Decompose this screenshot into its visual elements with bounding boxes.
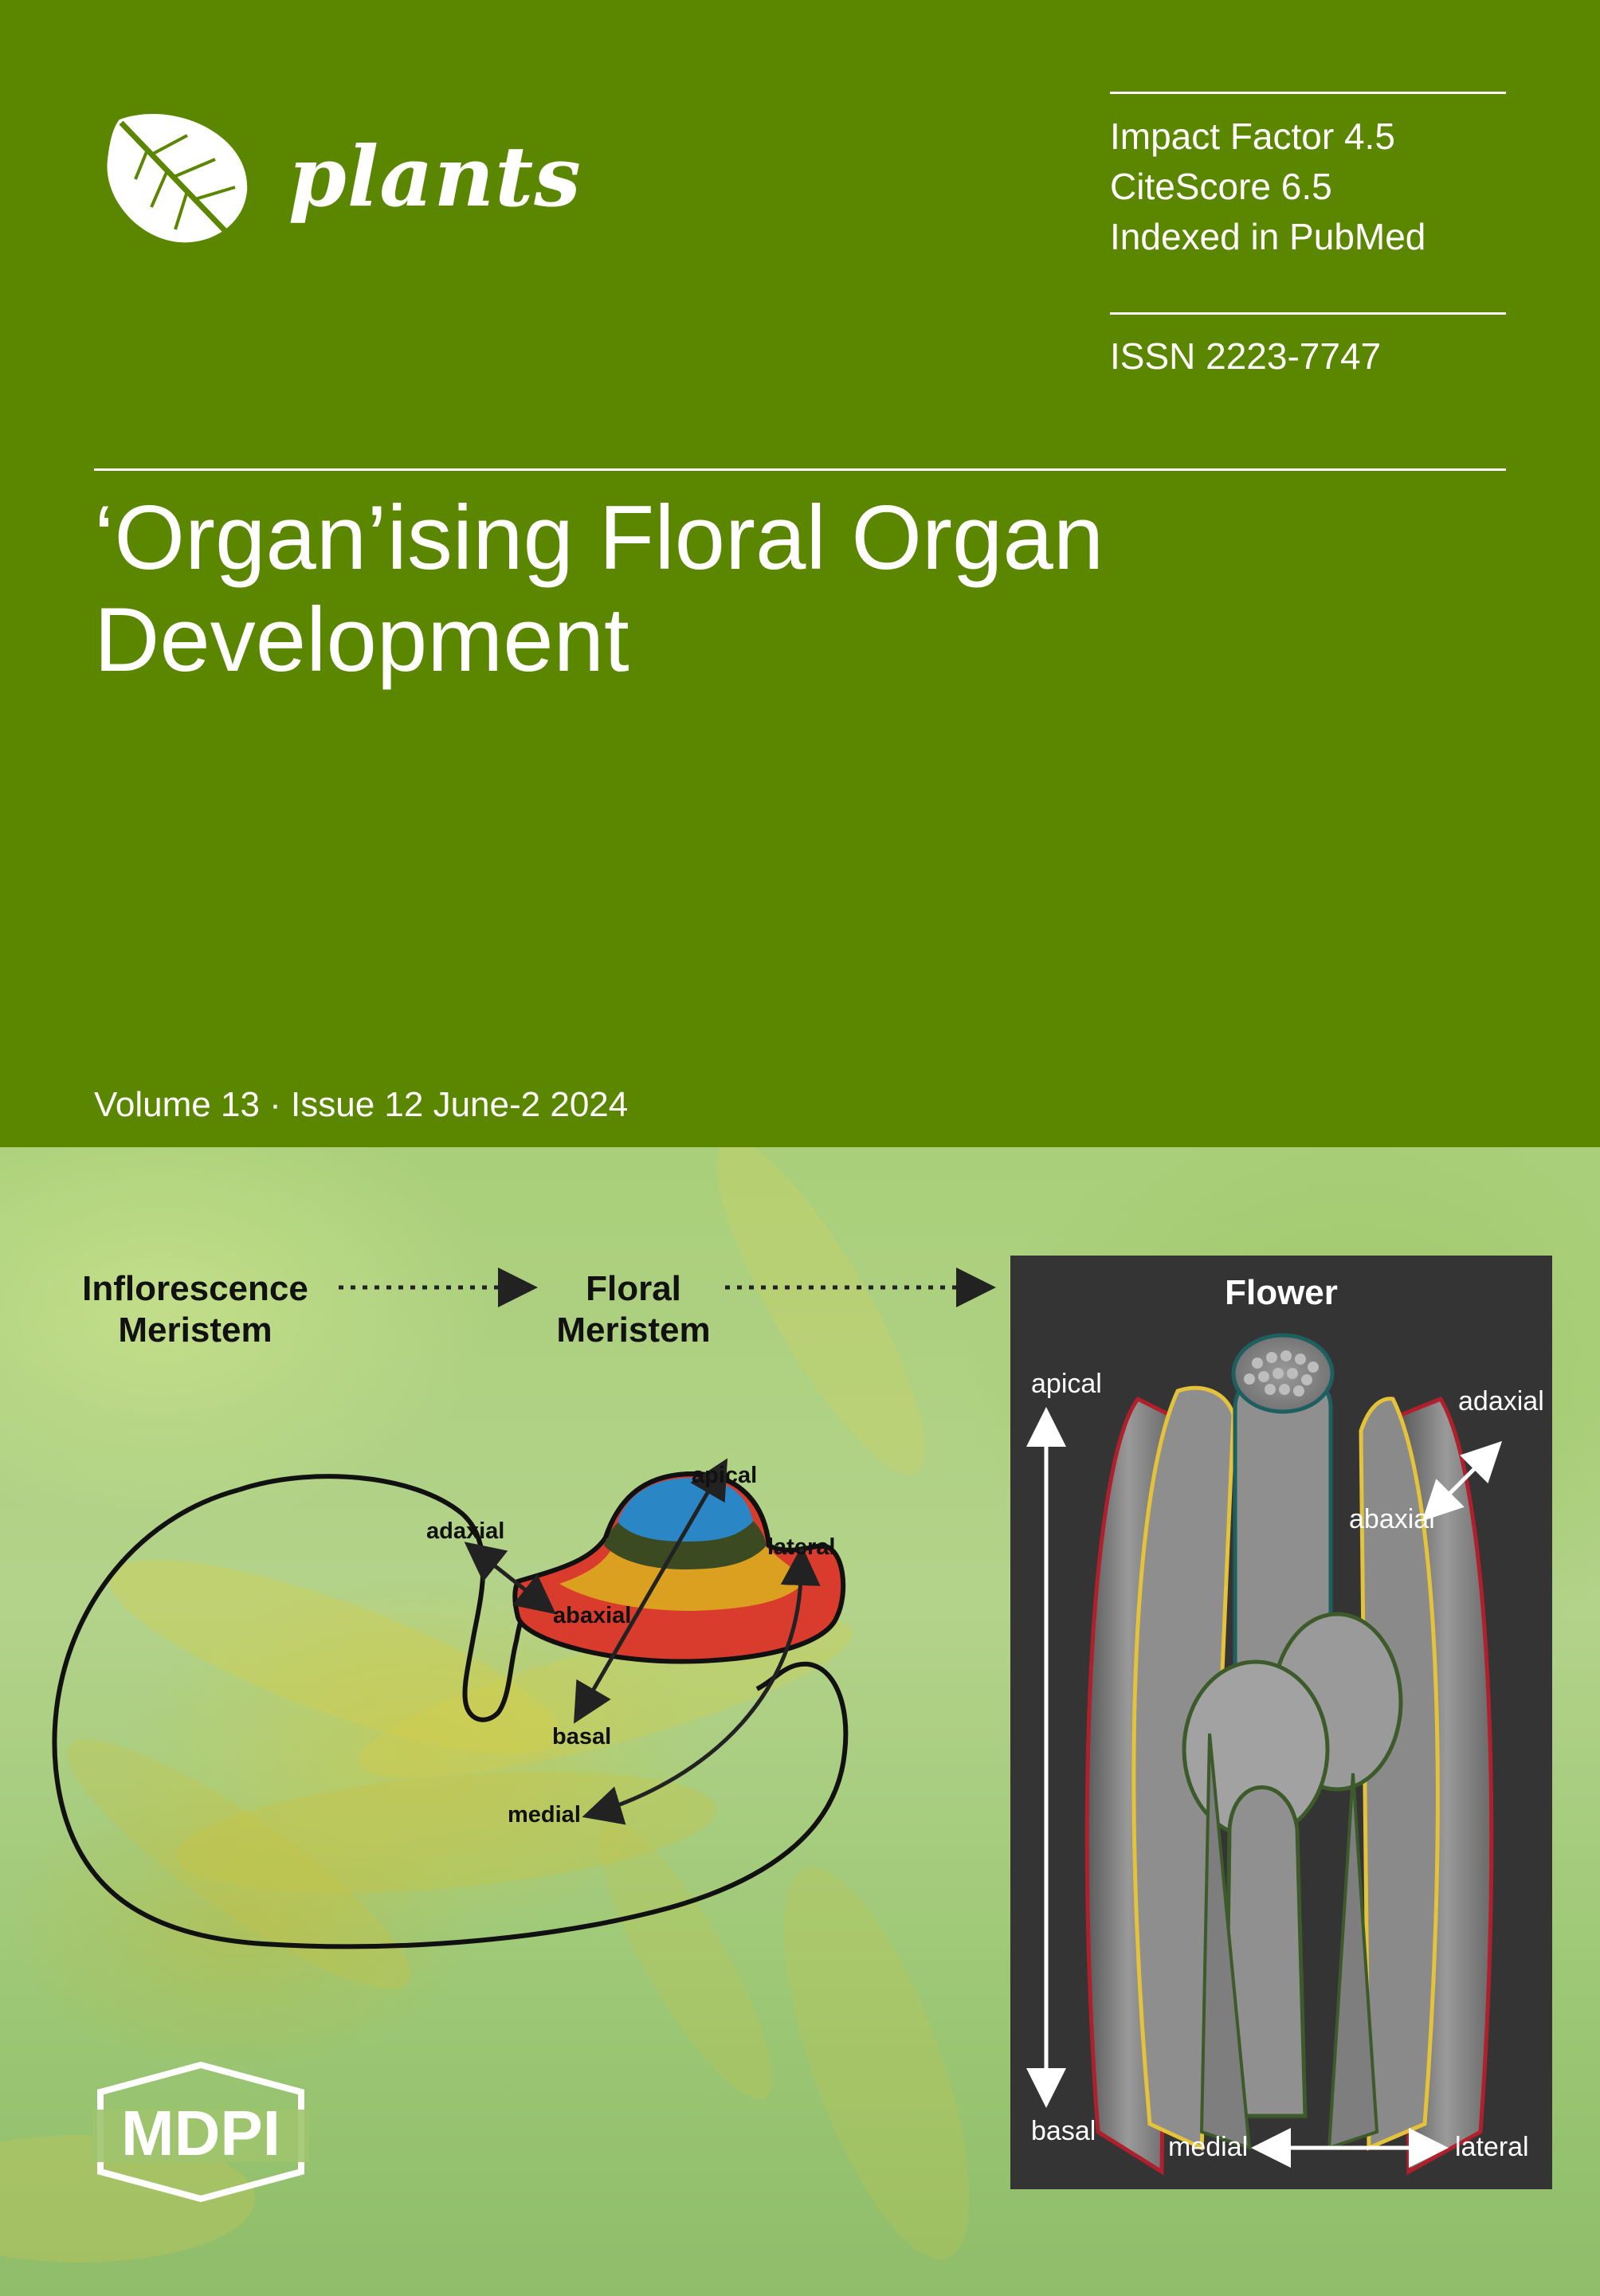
- flower-label-lateral: lateral: [1455, 2132, 1529, 2162]
- journal-name: plants: [288, 127, 582, 225]
- issn: ISSN 2223-7747: [1110, 335, 1382, 377]
- citescore: CiteScore 6.5: [1110, 166, 1332, 207]
- inflorescence-line1: Inflorescence: [82, 1269, 308, 1308]
- flower-label-medial: medial: [1168, 2132, 1249, 2162]
- leaf-icon: [107, 114, 248, 248]
- mdpi-logo-text: MDPI: [121, 2098, 280, 2169]
- label-abaxial: abaxial: [553, 1603, 632, 1628]
- flower-label-adaxial: adaxial: [1458, 1386, 1544, 1416]
- volume-issue: Volume 13 · Issue 12 June-2 2024: [94, 1085, 629, 1124]
- label-adaxial: adaxial: [426, 1518, 505, 1544]
- divider-top: [1110, 92, 1506, 94]
- cover-title-line1: ‘Organ’ising Floral Organ: [94, 488, 1104, 589]
- flower-title: Flower: [1225, 1273, 1338, 1312]
- impact-factor: Impact Factor 4.5: [1110, 116, 1395, 157]
- indexed-in: Indexed in PubMed: [1110, 216, 1426, 257]
- flower-sem-panel: Flower: [1010, 1256, 1552, 2189]
- floral-meristem-label: Floral Meristem: [542, 1268, 725, 1351]
- meristem-diagram: [52, 1268, 996, 1949]
- label-medial: medial: [508, 1802, 581, 1828]
- flower-adaxial-abaxial-arrow: [1422, 1440, 1503, 1522]
- journal-metrics: Impact Factor 4.5 CiteScore 6.5 Indexed …: [1110, 112, 1425, 262]
- inflorescence-outline-top: [238, 1474, 559, 1722]
- mdpi-logo: MDPI: [92, 2061, 309, 2203]
- inflorescence-outline: [52, 1487, 849, 1949]
- cover-title-line2: Development: [94, 590, 629, 691]
- divider-title: [94, 468, 1506, 471]
- floral-line1: Floral: [586, 1269, 681, 1308]
- lateral-medial-arrow: [582, 1546, 821, 1825]
- flower-label-basal: basal: [1031, 2116, 1096, 2146]
- inflorescence-line2: Meristem: [118, 1311, 273, 1350]
- flower-sem-image: [1026, 1333, 1503, 2176]
- adaxial-abaxial-arrow: [464, 1542, 556, 1615]
- cover-header: plants Impact Factor 4.5 CiteScore 6.5 I…: [0, 0, 1600, 1147]
- divider-middle: [1110, 312, 1506, 315]
- label-lateral: lateral: [767, 1534, 836, 1560]
- label-basal: basal: [552, 1724, 612, 1749]
- flower-label-apical: apical: [1031, 1369, 1102, 1399]
- cover-title: ‘Organ’ising Floral Organ Development: [94, 488, 1449, 692]
- flower-label-abaxial: abaxial: [1349, 1504, 1435, 1534]
- floral-line2: Meristem: [556, 1311, 711, 1350]
- inflorescence-meristem-label: Inflorescence Meristem: [72, 1268, 319, 1351]
- label-apical: apical: [692, 1463, 758, 1488]
